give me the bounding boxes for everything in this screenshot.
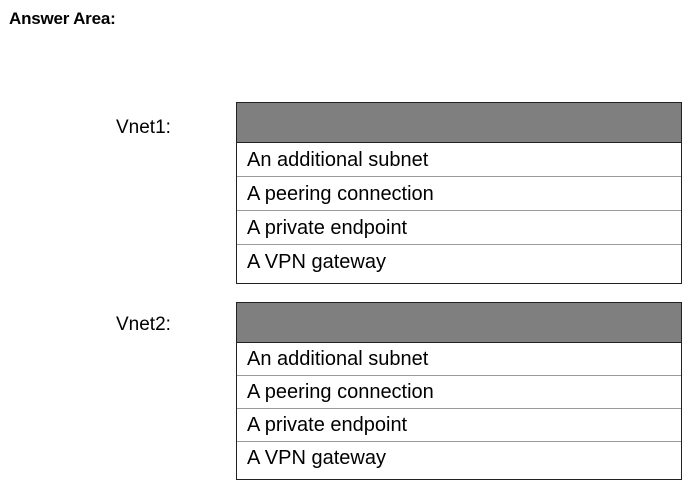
vnet1-dropdown-header[interactable] bbox=[237, 103, 681, 143]
vnet2-dropdown[interactable]: An additional subnet A peering connectio… bbox=[236, 302, 682, 480]
vnet2-label: Vnet2: bbox=[116, 314, 171, 335]
vnet1-option-private-endpoint[interactable]: A private endpoint bbox=[237, 211, 681, 245]
vnet2-option-peering-connection[interactable]: A peering connection bbox=[237, 376, 681, 409]
answer-area-heading: Answer Area: bbox=[9, 9, 116, 28]
vnet1-option-vpn-gateway[interactable]: A VPN gateway bbox=[247, 251, 386, 273]
vnet1-option-peering-connection[interactable]: A peering connection bbox=[237, 177, 681, 211]
vnet1-dropdown[interactable]: An additional subnet A peering connectio… bbox=[236, 102, 682, 284]
vnet2-dropdown-header[interactable] bbox=[237, 303, 681, 343]
vnet1-option-additional-subnet[interactable]: An additional subnet bbox=[237, 143, 681, 177]
vnet2-option-additional-subnet[interactable]: An additional subnet bbox=[237, 343, 681, 376]
vnet2-option-vpn-gateway[interactable]: A VPN gateway bbox=[247, 447, 386, 469]
vnet1-label: Vnet1: bbox=[116, 117, 171, 138]
vnet2-option-private-endpoint[interactable]: A private endpoint bbox=[237, 409, 681, 442]
